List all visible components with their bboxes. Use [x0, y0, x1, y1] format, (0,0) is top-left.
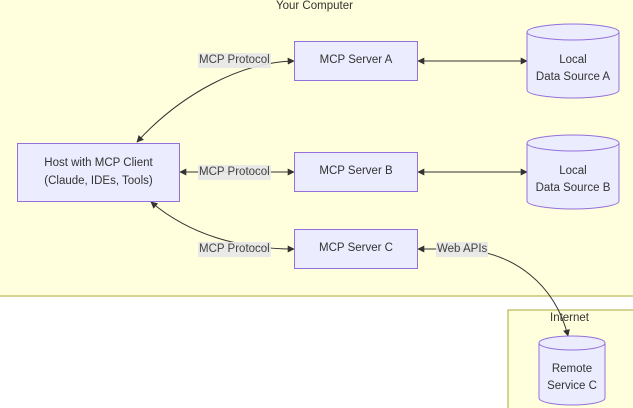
- data-source-b-text: Local Data Source B: [535, 164, 611, 194]
- remote-service-c-cylinder: [538, 335, 606, 406]
- data-source-b-cylinder: [526, 134, 620, 210]
- host-node-label: Host with MCP Client (Claude, IDEs, Tool…: [44, 157, 153, 187]
- server-c-node: MCP Server C: [294, 229, 418, 269]
- server-c-label: MCP Server C: [319, 242, 393, 255]
- data-source-a-label: Local Data Source A: [527, 44, 619, 94]
- data-source-b-label: Local Data Source B: [527, 155, 619, 205]
- edge-label-host-server-a: MCP Protocol: [198, 53, 271, 68]
- remote-service-c-label: Remote Service C: [539, 353, 605, 403]
- server-a-node: MCP Server A: [294, 41, 418, 81]
- server-a-label: MCP Server A: [319, 54, 393, 67]
- edge-label-server-c-remote: Web APIs: [436, 242, 489, 257]
- server-b-node: MCP Server B: [294, 152, 418, 192]
- edge-host-to-server-c: [150, 201, 295, 253]
- host-node: Host with MCP Client (Claude, IDEs, Tool…: [17, 143, 180, 202]
- remote-service-c-text: Remote Service C: [547, 362, 597, 392]
- cluster-title-your-computer: Your Computer: [276, 0, 353, 12]
- data-source-a-cylinder: [526, 23, 620, 99]
- edge-label-host-server-c: MCP Protocol: [198, 242, 271, 257]
- edge-label-host-server-b: MCP Protocol: [198, 165, 271, 180]
- cluster-title-internet: Internet: [550, 312, 589, 324]
- edge-host-to-server-a: [136, 57, 295, 143]
- data-source-a-text: Local Data Source A: [535, 53, 611, 83]
- server-b-label: MCP Server B: [319, 165, 393, 178]
